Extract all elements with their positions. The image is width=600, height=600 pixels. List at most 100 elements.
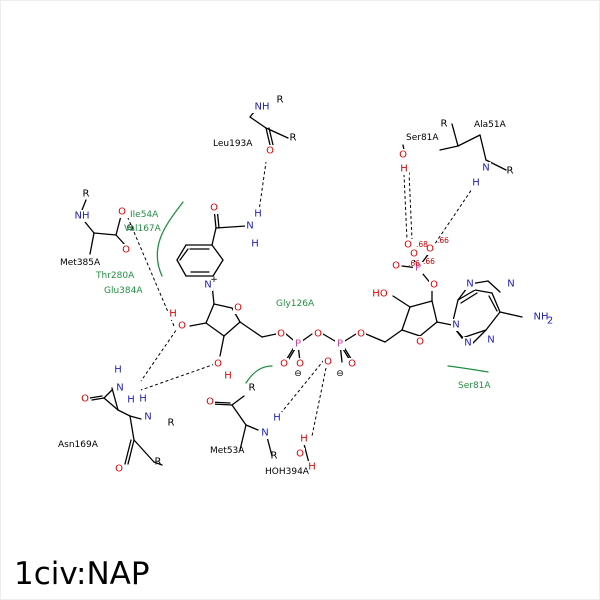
atom-label-mask: [531, 311, 551, 323]
atom-n-label: N: [464, 338, 471, 349]
atom-label-mask: [279, 358, 289, 370]
atom-label-mask: [391, 260, 401, 272]
atom-label-mask: [138, 393, 148, 405]
bond: [129, 415, 135, 441]
bond: [81, 199, 87, 211]
r-group-label: R: [271, 451, 278, 462]
atom-n-label: N: [116, 383, 123, 394]
bond: [103, 389, 113, 399]
atom-label-mask: [250, 238, 260, 250]
atom-o-label: O: [214, 359, 222, 370]
bond: [239, 321, 263, 338]
atom-label-mask: [465, 278, 475, 290]
bond: [268, 127, 274, 146]
atom-o-label: HO: [372, 289, 388, 300]
atom-o-label: O: [277, 329, 285, 340]
atom-n-label: N: [487, 335, 494, 346]
atom-o-label: O: [426, 244, 434, 255]
r-group-label: R: [83, 189, 90, 200]
bond: [392, 295, 411, 308]
bond: [436, 321, 453, 326]
bond: [176, 244, 187, 261]
hydrogen-bond: [408, 171, 413, 241]
atom-o-label: O: [410, 249, 418, 260]
bond: [460, 292, 478, 304]
atom-o-label: H: [308, 462, 316, 473]
atom-label-mask: [72, 210, 92, 222]
atom-label-mask: [425, 243, 435, 255]
atom-label-mask: [399, 163, 409, 175]
bond: [261, 333, 277, 338]
atom-label-mask: [233, 302, 243, 314]
atom-label-mask: [313, 328, 323, 340]
atom-label-mask: [114, 463, 124, 475]
atom-o-label: H: [400, 164, 408, 175]
distance-label: .66: [437, 236, 449, 245]
distance-labels: .68 .66 .66 .66: [408, 236, 449, 268]
bond: [153, 461, 163, 466]
atom-label-mask: [276, 328, 286, 340]
bond: [457, 289, 476, 301]
atom-n-label: N: [452, 320, 459, 331]
bond: [127, 439, 135, 465]
atom-label-mask: [213, 358, 223, 370]
distance-label: .66: [408, 259, 420, 268]
hydrogen-bond: [257, 161, 267, 219]
atom-o-label: O: [206, 397, 214, 408]
residue-met53: Met53A: [210, 446, 245, 456]
bond: [431, 300, 438, 323]
atom-label-mask: [403, 239, 413, 251]
bond: [485, 159, 507, 171]
bond: [474, 289, 493, 294]
bond: [491, 292, 501, 313]
atom-n-label: N: [507, 279, 514, 290]
r-group-label: R: [441, 119, 448, 130]
r-group-label: R: [168, 418, 175, 429]
bond: [84, 221, 95, 234]
residue-ser81-bottom: Ser81A: [458, 381, 491, 391]
bond: [211, 244, 224, 261]
bond: [409, 300, 433, 308]
atom-o-label: O: [348, 359, 356, 370]
atom-o-label: O: [430, 280, 438, 291]
bond: [129, 415, 142, 420]
atom-o-label: O: [314, 329, 322, 340]
atom-label-mask: [203, 279, 213, 291]
atom-label-mask: [295, 448, 305, 460]
atom-label-mask: [295, 358, 305, 370]
r-group-label: R: [249, 383, 256, 394]
bond: [215, 225, 247, 229]
hydrophobic-contact-arc: [156, 201, 184, 277]
atom-o-label: O: [296, 449, 304, 460]
atom-label-mask: [506, 278, 516, 290]
atom-n-label: NH: [75, 211, 90, 222]
atom-label-mask: [409, 248, 419, 260]
hydrogen-bond: [311, 367, 327, 437]
atom-o-label: O: [404, 240, 412, 251]
atom-o-label: H: [169, 309, 177, 320]
atom-n-label: N: [204, 280, 211, 291]
atom-label-mask: [168, 308, 178, 320]
hydrogen-bond: [403, 173, 408, 241]
atom-label-mask: [223, 370, 233, 382]
atom-n-label: H: [254, 209, 262, 220]
hydrophobic-contact-arc: [447, 365, 489, 373]
hydrophobic-contacts: [156, 201, 489, 384]
bond: [111, 387, 119, 411]
residue-labels: Leu193A Ser81A Ala51A Ile54A Val167A Met…: [58, 120, 507, 477]
bond: [89, 232, 95, 255]
bond: [239, 424, 247, 451]
atom-label-mask: [272, 412, 282, 424]
atom-n-label: H: [251, 239, 259, 250]
bond: [179, 248, 189, 261]
distance-label: .68: [416, 240, 428, 249]
atom-p-label: P: [295, 339, 301, 350]
atom-label-mask: [293, 338, 303, 350]
atom-o-label: H: [224, 371, 232, 382]
atom-o-label: O: [266, 146, 274, 157]
residue-val167: Val167A: [124, 224, 162, 234]
residue-leu193: Leu193A: [213, 139, 253, 149]
bond: [124, 439, 132, 465]
bond: [189, 322, 207, 327]
